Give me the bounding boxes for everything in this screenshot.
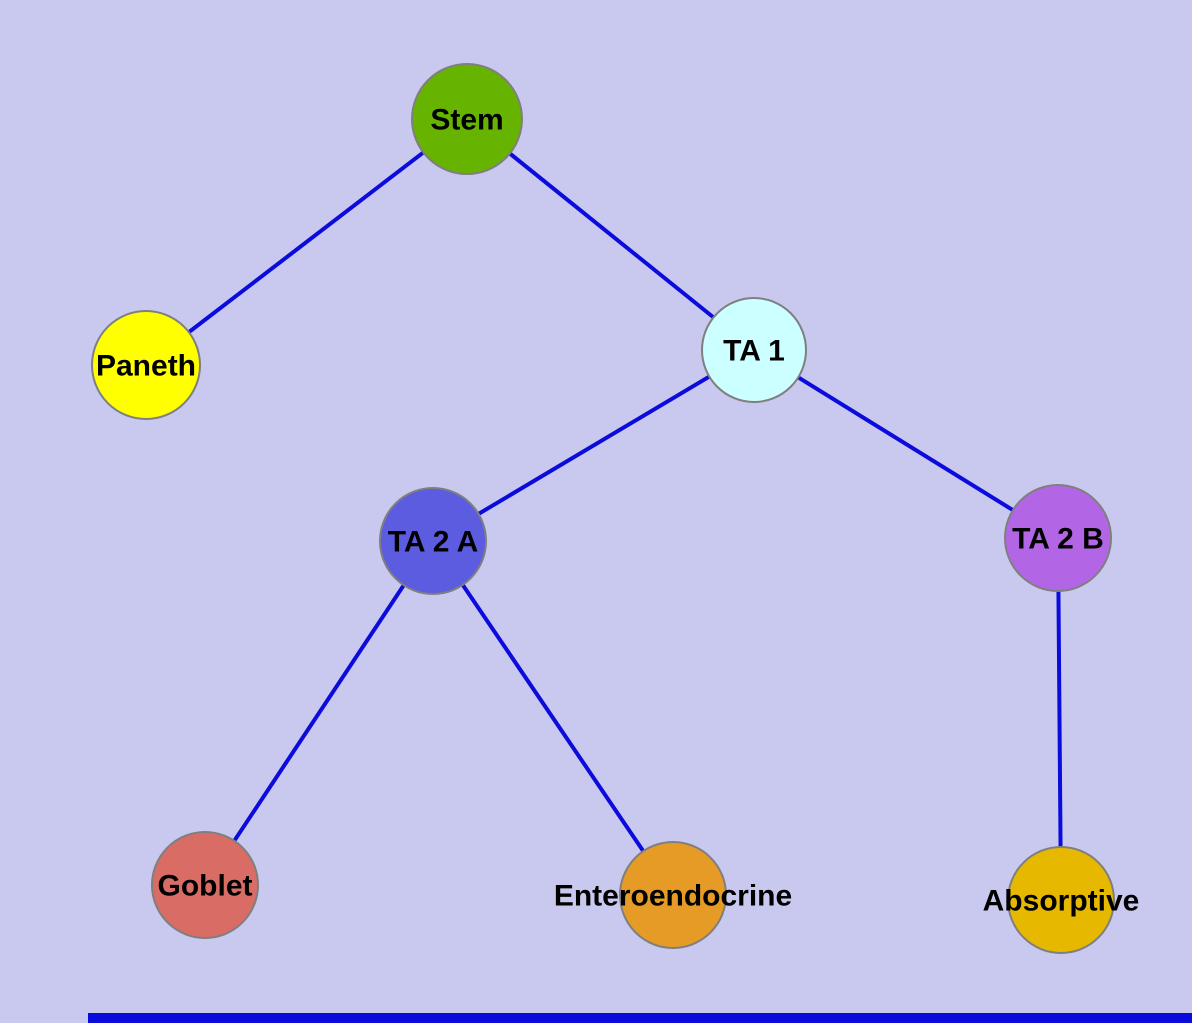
node-enteroendocrine[interactable]	[619, 841, 727, 949]
edge-stem-paneth	[144, 117, 469, 367]
node-ta2a[interactable]	[379, 487, 487, 595]
node-ta1[interactable]	[701, 297, 807, 403]
node-paneth[interactable]	[91, 310, 201, 420]
edge-ta2a-enteroendocrine	[431, 539, 675, 897]
node-stem[interactable]	[411, 63, 523, 175]
node-goblet[interactable]	[151, 831, 259, 939]
node-absorptive[interactable]	[1007, 846, 1115, 954]
edge-stem-ta1	[465, 117, 756, 352]
edge-ta1-ta2b	[752, 348, 1060, 540]
edge-ta2b-absorptive	[1056, 537, 1063, 901]
edge-ta2a-goblet	[203, 539, 435, 887]
bottom-blue-strip	[88, 1013, 1192, 1023]
edge-ta1-ta2a	[431, 348, 756, 543]
node-ta2b[interactable]	[1004, 484, 1112, 592]
